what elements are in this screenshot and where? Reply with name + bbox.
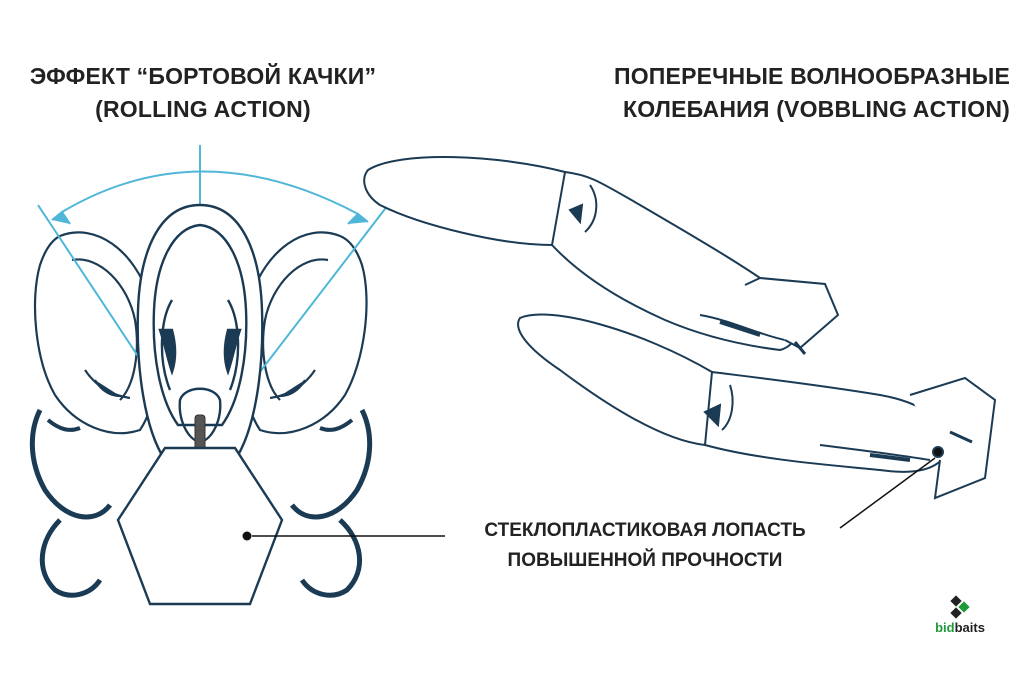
- rolling-title-line1: ЭФФЕКТ “БОРТОВОЙ КАЧКИ”: [29, 63, 377, 89]
- bidbaits-logo-icon: [950, 595, 970, 619]
- tilted-lure-left: [29, 231, 159, 598]
- rolling-title-line2: (ROLLING ACTION): [95, 96, 311, 122]
- wobbling-title-line1: ПОПЕРЕЧНЫЕ ВОЛНООБРАЗНЫЕ: [613, 63, 1010, 89]
- rolling-action-title: ЭФФЕКТ “БОРТОВОЙ КАЧКИ” (ROLLING ACTION): [8, 60, 398, 126]
- wobbling-action-diagram: [363, 156, 997, 529]
- lip-callout-dot-right: [932, 446, 944, 458]
- logo-text-baits: baits: [954, 620, 985, 635]
- callout-line2: ПОВЫШЕННОЙ ПРОЧНОСТИ: [507, 550, 783, 571]
- lip-callout-dot: [242, 531, 252, 541]
- callout-line1: СТЕКЛОПЛАСТИКОВАЯ ЛОПАСТЬ: [484, 520, 806, 541]
- fiberglass-lip-front: [116, 446, 284, 606]
- wobbling-title-line2: КОЛЕБАНИЯ (VOBBLING ACTION): [623, 96, 1010, 122]
- lip-callout-line-right: [839, 457, 936, 529]
- fiberglass-lip-label: СТЕКЛОПЛАСТИКОВАЯ ЛОПАСТЬ ПОВЫШЕННОЙ ПРО…: [440, 516, 850, 576]
- center-lure-front: [136, 203, 264, 462]
- logo-text-bid: bid: [935, 620, 955, 635]
- wobbling-action-title: ПОПЕРЕЧНЫЕ ВОЛНООБРАЗНЫЕ КОЛЕБАНИЯ (VOBB…: [560, 60, 1010, 126]
- wobbling-lure-lower: [517, 313, 997, 500]
- tilted-lure-right: [241, 231, 373, 598]
- bidbaits-logo-text: bidbaits: [930, 620, 990, 635]
- wobbling-lure-upper: [363, 156, 840, 355]
- rolling-action-diagram: [29, 145, 445, 606]
- bidbaits-logo: bidbaits: [930, 594, 990, 638]
